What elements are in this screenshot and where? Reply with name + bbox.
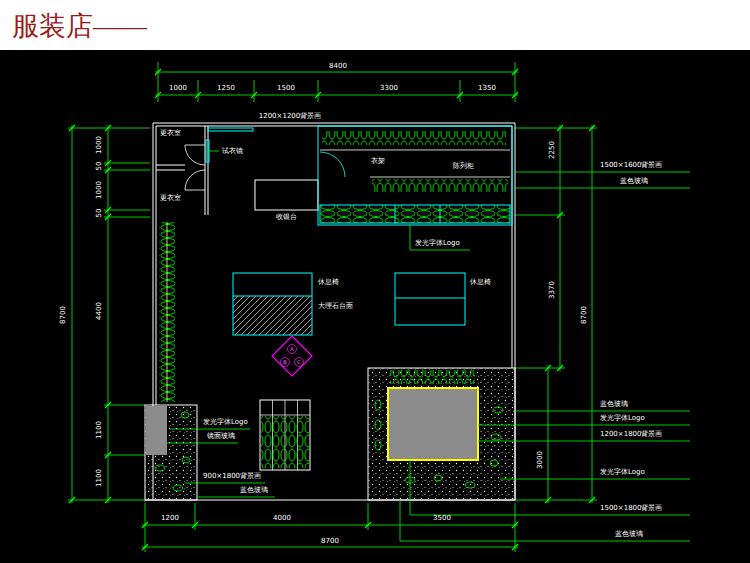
glass-panel <box>146 406 167 455</box>
annotation-label: 蓝色玻璃 <box>620 177 648 185</box>
decor-stone <box>155 412 190 491</box>
annotation-label: 发光字体Logo <box>600 468 645 476</box>
dimension-text: 1000 <box>95 181 103 199</box>
dimension-text: 1000 <box>95 136 103 154</box>
annotation-label: 大理石台面 <box>318 302 353 310</box>
dimension-text: 3370 <box>548 281 556 299</box>
annotation-label: 休息椅 <box>318 278 339 286</box>
page-title: 服装店—— <box>12 10 147 42</box>
annotation-label: 1200×1200背景画 <box>259 112 322 120</box>
room-name: 更衣室 <box>160 129 206 137</box>
wall-cabinet <box>318 126 512 225</box>
annotation-label: 1200×1800背景画 <box>600 430 663 438</box>
dimension-text: 1350 <box>478 84 496 92</box>
annotation-label: 镜面玻璃 <box>207 432 235 440</box>
annotation-label: 发光字体Logo <box>203 418 248 426</box>
annotation-label: 收银台 <box>276 213 297 221</box>
dimension-text: 3000 <box>536 451 544 469</box>
dimension-text: 2250 <box>548 141 556 159</box>
door-swing <box>320 152 345 177</box>
annotation-label: 1500×1800背景画 <box>600 504 663 512</box>
shelf-divider <box>395 205 440 223</box>
section-symbol <box>272 336 312 376</box>
dimension-text: 1100 <box>95 421 103 439</box>
rack-divider <box>260 400 310 470</box>
rest-table <box>233 273 312 335</box>
dimension-text: 1500 <box>277 84 295 92</box>
table-line <box>233 296 465 298</box>
hanger-row <box>372 179 508 192</box>
dimension-text: 4400 <box>95 302 103 320</box>
annotation-label: 休息椅 <box>470 278 491 286</box>
feature-panel <box>388 388 478 460</box>
dimension-text: 8700 <box>580 306 588 324</box>
hanger-row <box>261 416 309 468</box>
annotation-label: 1500×1600背景画 <box>600 161 663 169</box>
wall <box>145 123 515 500</box>
room-name: 更衣室 <box>160 194 206 202</box>
dimension-text: 1200 <box>161 514 179 522</box>
annotation-label: 试衣镜 <box>222 147 243 155</box>
shelf-row <box>320 205 510 223</box>
dimension-text: 8700 <box>321 537 339 545</box>
annotation-label: 蓝色玻璃 <box>615 530 643 538</box>
annotation-label: 发光字体Logo <box>600 414 645 422</box>
dimension-text: 8700 <box>59 306 67 324</box>
cabinet-line <box>320 150 510 177</box>
dimension-text: 50 <box>95 162 103 171</box>
hanging-rail <box>159 222 175 402</box>
dimension-text: 4000 <box>273 514 291 522</box>
annotation-label: 900×1800背景画 <box>203 472 261 480</box>
dimension-tick <box>69 69 595 550</box>
hanger-row <box>322 131 506 145</box>
rest-bench <box>395 273 465 325</box>
symbol-circle <box>295 358 304 367</box>
changing-room: 更衣室 <box>155 171 206 215</box>
symbol-letter: A <box>290 347 293 352</box>
annotation-label: 衣架 <box>371 157 385 165</box>
dimension-text: 8400 <box>329 62 347 70</box>
annotation-label: 蓝色玻璃 <box>600 400 628 408</box>
hanger-row <box>390 370 475 384</box>
leader-line <box>167 151 690 541</box>
dimension-text: 1100 <box>95 469 103 487</box>
door-swing <box>185 145 205 190</box>
changing-room: 更衣室 <box>155 126 206 164</box>
symbol-circle <box>288 345 297 354</box>
display-rack <box>260 400 310 470</box>
annotation-label: 陈列柜 <box>453 162 474 170</box>
dimension-text: 1000 <box>169 84 187 92</box>
dimension-text: 1250 <box>217 84 235 92</box>
background-screen <box>208 128 253 131</box>
marble-top <box>233 296 312 335</box>
dimension-text: 3300 <box>380 84 398 92</box>
cad-background <box>0 50 750 563</box>
dimension-text: 50 <box>95 209 103 218</box>
rail-bar <box>167 222 168 402</box>
decor-stone <box>375 400 503 488</box>
stone-area <box>145 405 197 500</box>
annotation-label: 发光字体Logo <box>415 239 460 247</box>
dimension-text: 3500 <box>433 514 451 522</box>
cash-counter <box>255 180 318 210</box>
annotation-label: 蓝色玻璃 <box>240 486 268 494</box>
symbol-letter: C <box>297 360 301 365</box>
symbol-circle <box>281 358 290 367</box>
display-area <box>368 368 515 500</box>
symbol-letter: B <box>283 360 286 365</box>
dimension-line <box>68 62 597 552</box>
